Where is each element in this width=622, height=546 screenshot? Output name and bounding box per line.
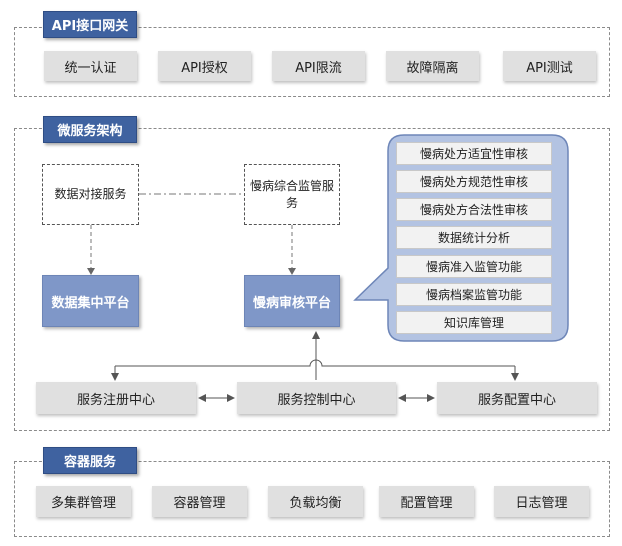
microservice-title: 微服务架构	[43, 116, 137, 143]
callout-item-knowledge-base: 知识库管理	[396, 311, 552, 334]
multi-cluster-box: 多集群管理	[36, 486, 131, 517]
api-authorization-box: API授权	[158, 51, 251, 81]
callout-list: 慢病处方适宜性审核 慢病处方规范性审核 慢病处方合法性审核 数据统计分析 慢病准…	[384, 0, 564, 546]
callout-item-statistics: 数据统计分析	[396, 226, 552, 249]
service-config-box: 服务配置中心	[437, 382, 597, 414]
api-rate-limit-box: API限流	[272, 51, 365, 81]
container-title: 容器服务	[43, 447, 137, 474]
api-gateway-section	[14, 27, 610, 97]
callout-item-access-monitor: 慢病准入监管功能	[396, 255, 552, 278]
log-mgmt-box: 日志管理	[494, 486, 589, 517]
data-connect-service-box: 数据对接服务	[42, 164, 139, 225]
fault-isolation-box: 故障隔离	[386, 51, 479, 81]
callout-item-archive-monitor: 慢病档案监管功能	[396, 283, 552, 306]
api-gateway-title: API接口网关	[43, 11, 137, 38]
callout-item-standard: 慢病处方规范性审核	[396, 170, 552, 193]
microservice-section	[14, 128, 610, 431]
unified-auth-box: 统一认证	[44, 51, 137, 81]
config-mgmt-box: 配置管理	[379, 486, 474, 517]
chronic-monitor-service-box: 慢病综合监管服务	[244, 164, 340, 225]
callout-item-legality: 慢病处方合法性审核	[396, 198, 552, 221]
container-section	[14, 461, 610, 537]
container-mgmt-box: 容器管理	[152, 486, 247, 517]
data-central-platform-box: 数据集中平台	[42, 275, 139, 327]
service-registry-box: 服务注册中心	[36, 382, 196, 414]
load-balance-box: 负载均衡	[268, 486, 363, 517]
callout-item-appropriateness: 慢病处方适宜性审核	[396, 142, 552, 165]
chronic-audit-platform-box: 慢病审核平台	[244, 275, 340, 327]
service-control-box: 服务控制中心	[237, 382, 396, 414]
api-test-box: API测试	[503, 51, 596, 81]
